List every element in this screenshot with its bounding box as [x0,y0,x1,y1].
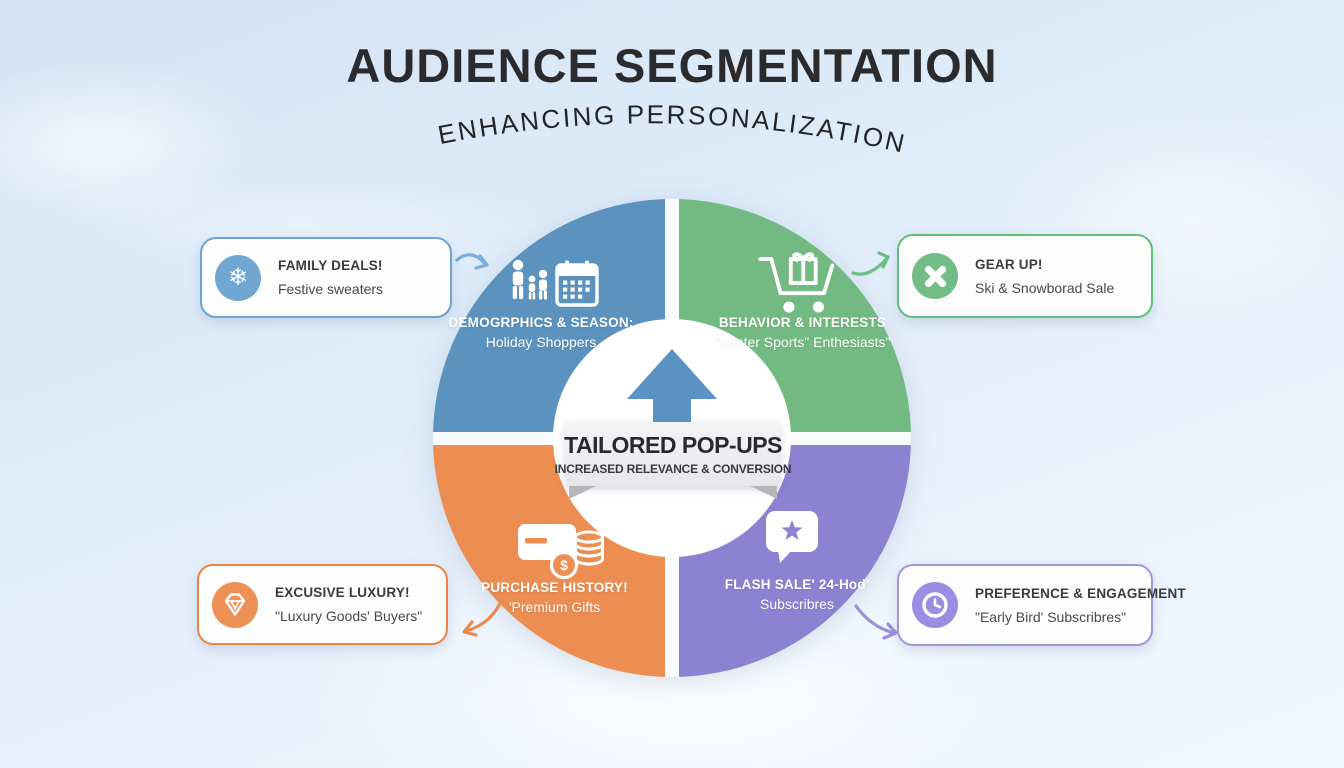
page-subtitle-arc: ENHANCING PERSONALIZATION [436,99,910,159]
connector-arrow-top-left [455,253,489,270]
segment-label-demographics: DEMOGRPHICS & SEASON: Holiday Shoppers [441,315,641,350]
shopping-cart-gift-icon [758,252,835,313]
callout-family-deals: ❄ FAMILY DEALS! Festive sweaters [200,237,452,318]
callout-subtitle: Ski & Snowborad Sale [975,279,1115,296]
banner-fold [750,486,777,499]
page-title: AUDIENCE SEGMENTATION [346,39,998,92]
callout-title: PREFERENCE & ENGAGEMENT [975,585,1186,601]
segment-subtitle: Holiday Shoppers [485,334,597,350]
callout-title: EXCUSIVE LUXURY! [275,585,410,600]
callout-title: GEAR UP! [975,256,1043,272]
callout-exclusive-luxury: EXCUSIVE LUXURY! "Luxury Goods' Buyers" [197,564,448,645]
segment-subtitle: "Winter Sports" Enthesiasts" [714,334,891,350]
connector-arrow-bottom-left [462,597,504,637]
chat-star-icon [766,511,818,563]
callout-preference-engagement: PREFERENCE & ENGAGEMENT "Early Bird' Sub… [897,564,1186,646]
diamond-icon [212,581,258,628]
banner-fold [569,486,596,499]
segment-title: PURCHASE HISTORY! [481,580,628,595]
center-title: TAILORED POP-UPS [564,432,782,458]
svg-text:$: $ [560,557,568,573]
connector-arrow-top-right [851,251,890,276]
callout-subtitle: "Early Bird' Subscribres" [975,608,1127,625]
callout-text: GEAR UP! Ski & Snowborad Sale [975,257,1114,296]
segment-title: FLASH SALE' 24-Hod' [724,577,870,592]
callout-text: PREFERENCE & ENGAGEMENT "Early Bird' Sub… [975,586,1186,625]
callout-text: EXCUSIVE LUXURY! "Luxury Goods' Buyers" [275,585,422,624]
snowflake-glyph: ❄ [227,263,249,291]
credit-card-coins-icon: $ [518,524,604,580]
diamond-glyph [224,593,246,616]
callout-gear-up: GEAR UP! Ski & Snowborad Sale [897,234,1153,318]
segment-title: DEMOGRPHICS & SEASON: [448,315,634,330]
crossed-skis-icon [912,253,958,299]
callout-text: FAMILY DEALS! Festive sweaters [278,258,383,297]
callout-subtitle: "Luxury Goods' Buyers" [275,608,423,624]
family-calendar-icon [512,259,599,307]
center-subtitle: INCREASED RELEVANCE & CONVERSION [554,462,792,476]
callout-subtitle: Festive sweaters [278,281,384,297]
center-banner: TAILORED POP-UPS INCREASED RELEVANCE & C… [555,422,792,499]
page-subtitle: ENHANCING PERSONALIZATION [436,99,910,159]
segment-title: BEHAVIOR & INTERESTS [718,315,887,330]
callout-title: FAMILY DEALS! [278,258,383,273]
up-arrow-icon [627,349,717,458]
clock-icon [912,582,958,628]
segment-label-behavior: BEHAVIOR & INTERESTS "Winter Sports" Ent… [700,315,905,350]
clock-glyph [922,592,948,618]
snowflake-icon: ❄ [215,254,261,301]
